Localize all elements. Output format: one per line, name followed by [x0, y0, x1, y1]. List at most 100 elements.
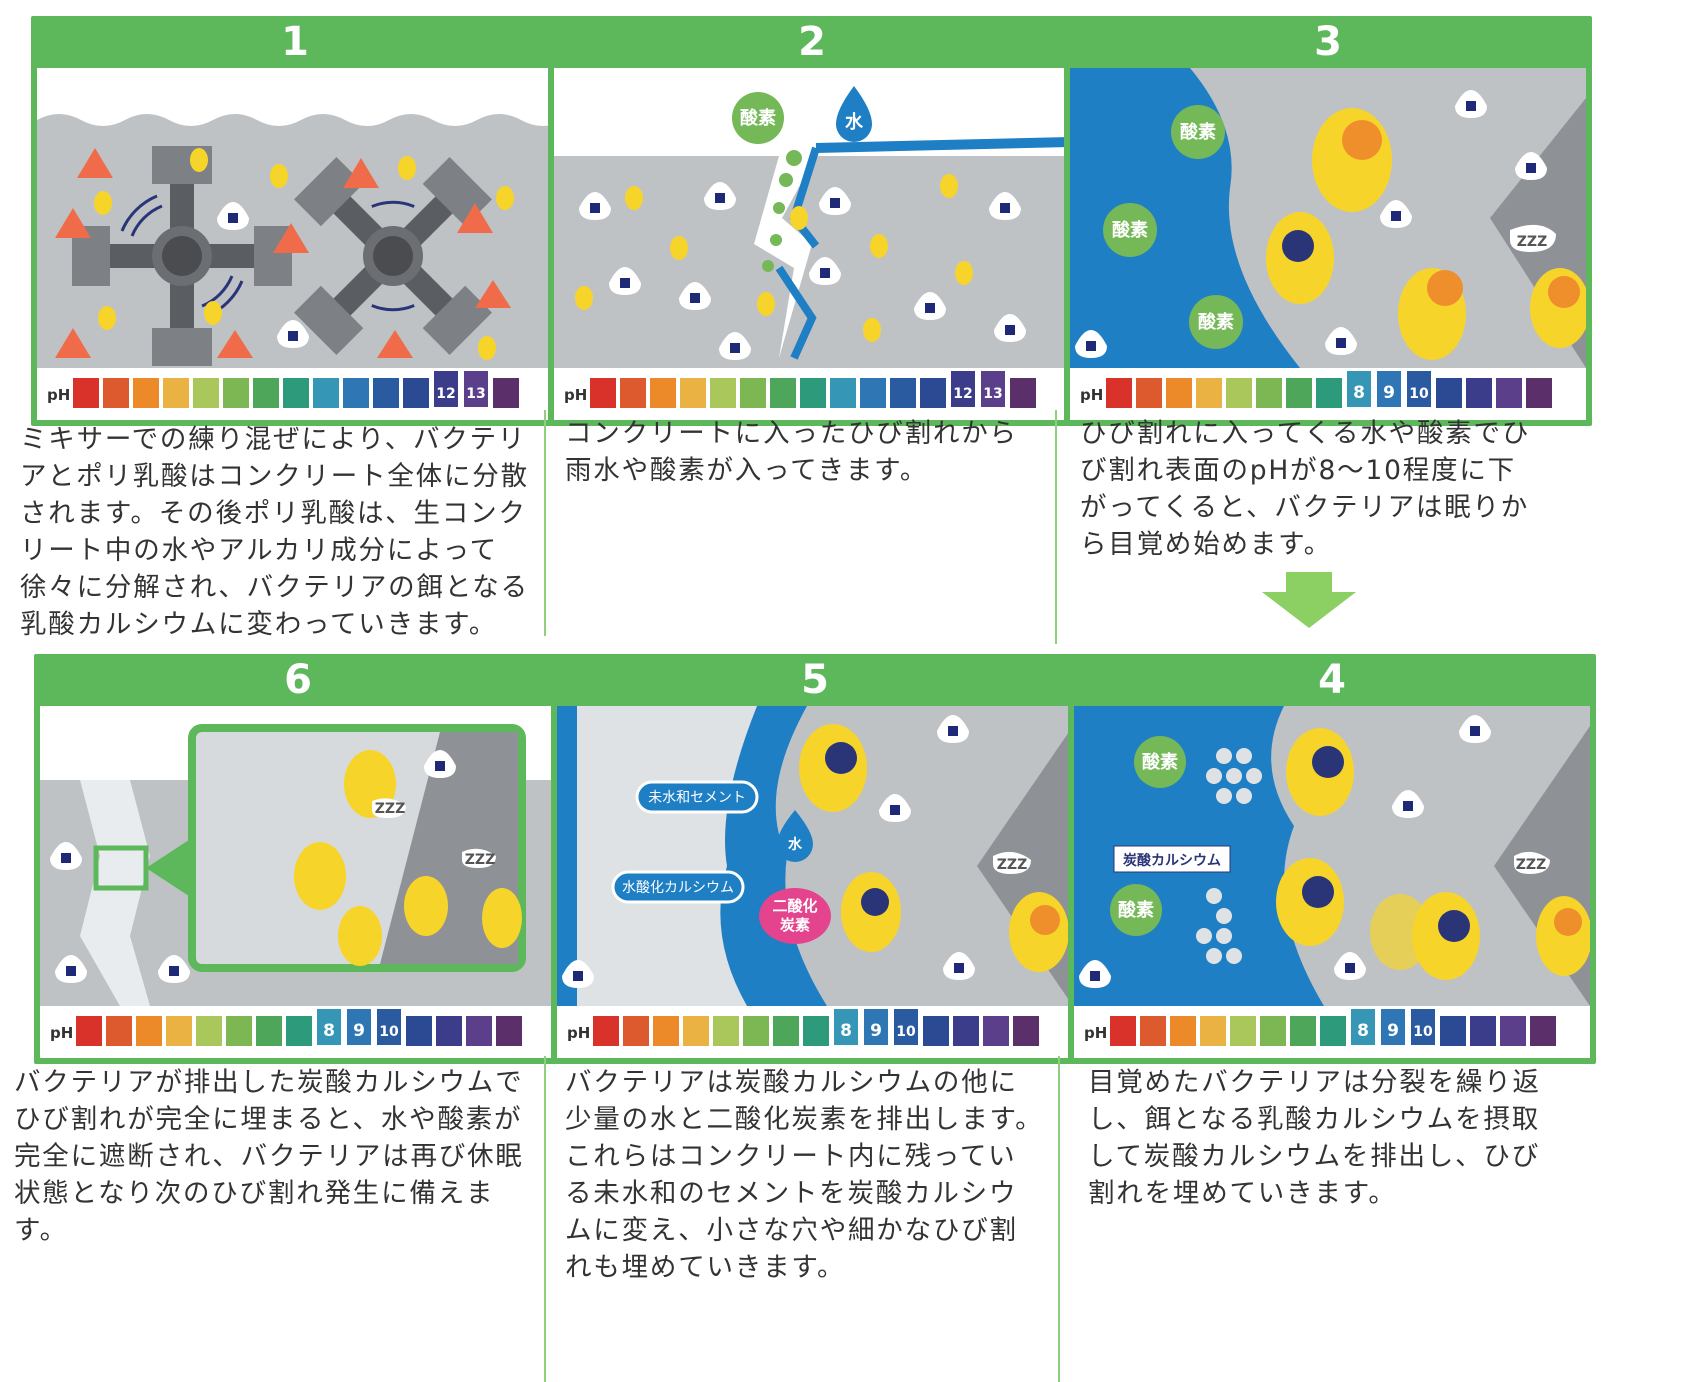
ph-color-cell	[1140, 1016, 1166, 1046]
ph-color-cell	[466, 1016, 492, 1046]
step-number: 6	[284, 657, 312, 703]
ph-color-cell	[493, 378, 519, 408]
step-1-caption: ミキサーでの練り混ぜにより、バクテリ アとポリ乳酸はコンクリート全体に分散 され…	[20, 421, 545, 643]
oxygen-label: 酸素	[1142, 751, 1178, 773]
ph-color-cell	[590, 378, 616, 408]
ph-color-cell	[166, 1016, 192, 1046]
ph-color-cell	[1526, 378, 1552, 408]
ph-color-cell	[1260, 1016, 1286, 1046]
bacteria-characters	[799, 724, 1069, 972]
oxygen-label: 酸素	[1118, 899, 1154, 921]
ph-highlight-value: 9	[1383, 383, 1395, 403]
ph-color-cell	[1470, 1016, 1496, 1046]
cement-particles	[1075, 90, 1547, 358]
ph-color-cell	[163, 378, 189, 408]
sleep-label: ZZZ	[997, 857, 1027, 873]
ph-highlight-value: 9	[1387, 1021, 1399, 1041]
ph-color-cell	[1226, 378, 1252, 408]
cement-particles	[1079, 715, 1491, 988]
caption-line: ひび割れに入ってくる水や酸素でひ	[1080, 418, 1531, 449]
ph-color-cell	[740, 378, 766, 408]
caption-line: バクテリアは炭酸カルシウムの他に	[565, 1067, 1018, 1098]
step-6-caption: バクテリアが排出した炭酸カルシウムで ひび割れが完全に埋まると、水や酸素が 完全…	[14, 1064, 544, 1249]
caption-line: コンクリートに入ったひび割れから	[565, 418, 1018, 449]
ph-color-cell	[1496, 378, 1522, 408]
calcium-carbonate-label: 炭酸カルシウム	[1123, 852, 1221, 869]
ph-color-cell	[106, 1016, 132, 1046]
ph-color-cell	[343, 378, 369, 408]
ph-highlight-value: 10	[1413, 1024, 1433, 1040]
ph-highlight-value: 10	[1409, 386, 1429, 402]
ph-highlight-cell	[1349, 1007, 1377, 1047]
caption-line: ら目覚め始めます。	[1080, 529, 1333, 560]
ph-highlight-value: 8	[840, 1021, 852, 1041]
ph-highlight-cell	[432, 369, 460, 409]
caption-line: 少量の水と二酸化炭素を排出します。	[565, 1104, 1044, 1135]
ph-color-cell	[253, 378, 279, 408]
caption-line: 徐々に分解され、バクテリアの餌となる	[20, 572, 529, 603]
ph-color-cell	[860, 378, 886, 408]
ph-color-cell	[1256, 378, 1282, 408]
step-number: 5	[801, 657, 829, 703]
ph-highlight-value: 8	[323, 1021, 335, 1041]
ph-highlight-value: 8	[1357, 1021, 1369, 1041]
ph-color-cell	[1530, 1016, 1556, 1046]
ph-color-cell	[1166, 378, 1192, 408]
ph-label: pH	[1084, 1024, 1107, 1042]
caption-line: ミキサーでの練り混ぜにより、バクテリ	[20, 424, 527, 455]
caption-line: して炭酸カルシウムを排出し、ひび	[1088, 1141, 1541, 1172]
sleep-label: ZZZ	[1516, 857, 1546, 873]
column-divider	[544, 410, 546, 636]
ph-color-cell	[1466, 378, 1492, 408]
ph-label: pH	[567, 1024, 590, 1042]
sleep-label: ZZZ	[465, 852, 495, 868]
ph-color-cell	[1200, 1016, 1226, 1046]
ph-color-cell	[403, 378, 429, 408]
ph-color-cell	[680, 378, 706, 408]
ph-color-cell	[683, 1016, 709, 1046]
ph-highlight-cell	[832, 1007, 860, 1047]
step-3-caption: ひび割れに入ってくる水や酸素でひ び割れ表面のpHが8〜10程度に下 がってくる…	[1080, 415, 1560, 563]
caption-line: 状態となり次のひび割れ発生に備えます。	[14, 1178, 495, 1246]
ph-color-cell	[436, 1016, 462, 1046]
oxygen-badge	[732, 92, 784, 144]
step-4-panel: 4 酸素 酸素 炭酸カルシウム ZZZ p	[1068, 654, 1596, 1064]
ph-highlight-value: 10	[379, 1024, 399, 1040]
oxygen-bubbles	[762, 150, 802, 272]
bacteria-characters	[1276, 728, 1590, 980]
ph-color-cell	[1136, 378, 1162, 408]
calcium-hydroxide-label: 水酸化カルシウム	[622, 880, 734, 896]
step-4-caption: 目覚めたバクテリアは分裂を繰り返 し、餌となる乳酸カルシウムを摂取 して炭酸カル…	[1088, 1064, 1568, 1212]
ph-color-cell	[713, 1016, 739, 1046]
ph-highlight-cell	[462, 369, 490, 409]
bacteria-characters	[1266, 108, 1586, 360]
ph-color-cell	[653, 1016, 679, 1046]
unhydrated-cement-label: 未水和セメント	[648, 790, 746, 806]
polylactic-acid-icons	[55, 148, 511, 358]
ph-highlight-cell	[949, 369, 977, 409]
ph-highlight-cell	[1375, 369, 1403, 409]
caption-line: これらはコンクリート内に残ってい	[565, 1141, 1017, 1172]
ph-highlight-cell	[1379, 1007, 1407, 1047]
water-drop-icon	[836, 86, 872, 142]
ph-highlight-value: 12	[953, 386, 972, 402]
ph-color-cell	[1196, 378, 1222, 408]
speech-bubble	[1510, 224, 1556, 252]
ph-highlight-value: 9	[870, 1021, 882, 1041]
caption-line: 雨水や酸素が入ってきます。	[565, 455, 929, 486]
ph-color-cell	[1230, 1016, 1256, 1046]
ph-color-cell	[1436, 378, 1462, 408]
ph-color-cell	[920, 378, 946, 408]
caption-line: 割れを埋めていきます。	[1088, 1178, 1397, 1209]
ph-color-cell	[650, 378, 676, 408]
oxygen-label: 酸素	[740, 107, 776, 129]
